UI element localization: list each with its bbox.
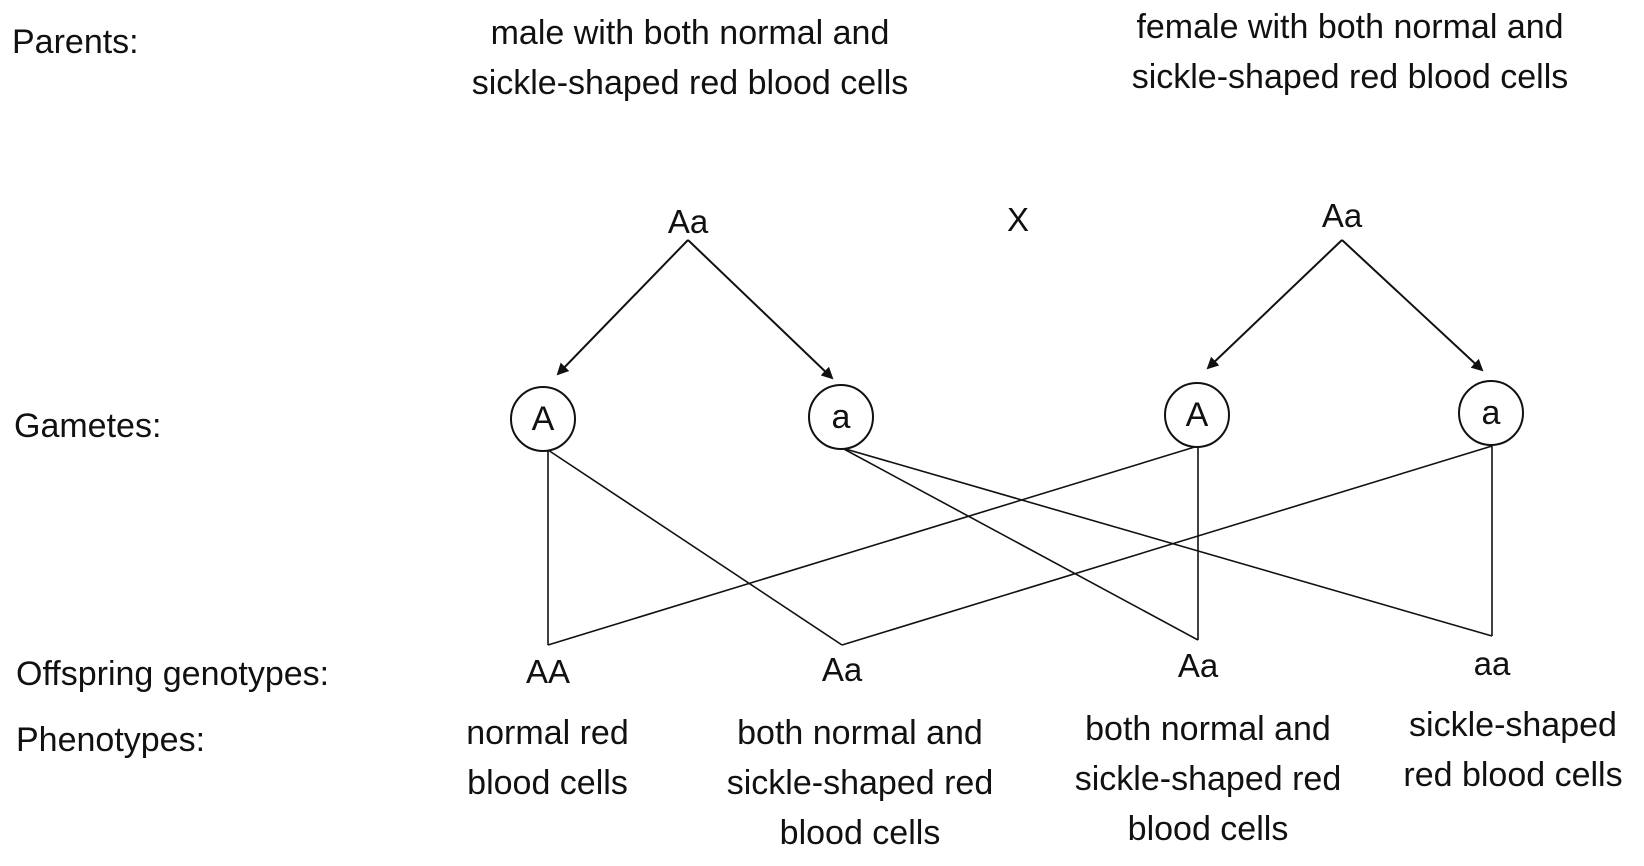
- offspring-phenotype-2: both normal and sickle-shaped red blood …: [726, 714, 994, 852]
- offspring-genotype-3: Aa: [1177, 647, 1219, 684]
- offspring-phenotype-4: sickle-shaped red blood cells: [1403, 706, 1623, 794]
- gametes-row-label: Gametes:: [14, 407, 162, 445]
- offspring-genotype-1: AA: [525, 653, 571, 690]
- male-parent-description: male with both normal and sickle-shaped …: [471, 14, 909, 102]
- offspring-genotype-4: aa: [1473, 645, 1511, 682]
- female-a-to-Aa-line: [841, 445, 1493, 646]
- female-parent-description: female with both normal and sickle-shape…: [1131, 8, 1569, 96]
- female-gamete-a: a: [1458, 380, 1524, 446]
- male-parent-genotype: Aa: [667, 203, 709, 240]
- offspring-genotype-2: Aa: [821, 651, 863, 688]
- phenotypes-row-label: Phenotypes:: [16, 721, 206, 759]
- male-a-to-Aa-line: [841, 447, 1199, 641]
- offspring-phenotype-3: both normal and sickle-shaped red blood …: [1074, 710, 1342, 848]
- cross-symbol: X: [1006, 201, 1029, 238]
- offspring-genotypes-row-label: Offspring genotypes:: [16, 655, 330, 693]
- male-A-to-Aa-line: [547, 449, 843, 646]
- male-gamete-A: A: [510, 386, 576, 452]
- female-A-to-AA-line: [547, 445, 1199, 646]
- female-to-gamete-a-arrow: [1341, 239, 1484, 372]
- female-gamete-A: A: [1164, 382, 1230, 448]
- male-gamete-a: a: [808, 384, 874, 450]
- female-parent-genotype: Aa: [1321, 197, 1363, 234]
- offspring-phenotype-1: normal red blood cells: [466, 714, 629, 802]
- parents-row-label: Parents:: [12, 23, 139, 61]
- female-to-gamete-A-arrow: [1206, 239, 1343, 370]
- male-to-gamete-A-arrow: [556, 239, 689, 376]
- male-to-gamete-a-arrow: [687, 239, 834, 380]
- male-a-to-aa-line: [841, 447, 1493, 637]
